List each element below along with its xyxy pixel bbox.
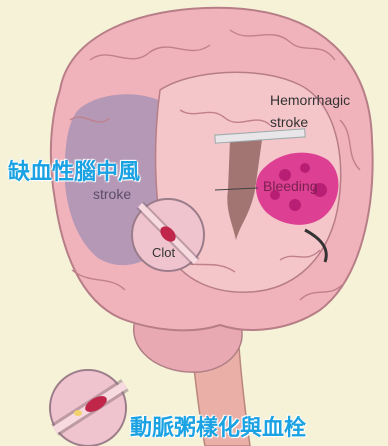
bleeding-label: Bleeding xyxy=(263,179,318,193)
atherosclerosis-title: 動脈粥樣化與血栓 xyxy=(130,418,306,440)
ischemic-stroke-label-en: stroke xyxy=(93,187,131,201)
clot-label: Clot xyxy=(152,246,175,259)
hemorrhagic-label-line2: stroke xyxy=(270,115,308,129)
hemorrhagic-label-line1: Hemorrhagic xyxy=(270,93,350,107)
ischemic-stroke-title: 缺血性腦中風 xyxy=(8,162,140,184)
